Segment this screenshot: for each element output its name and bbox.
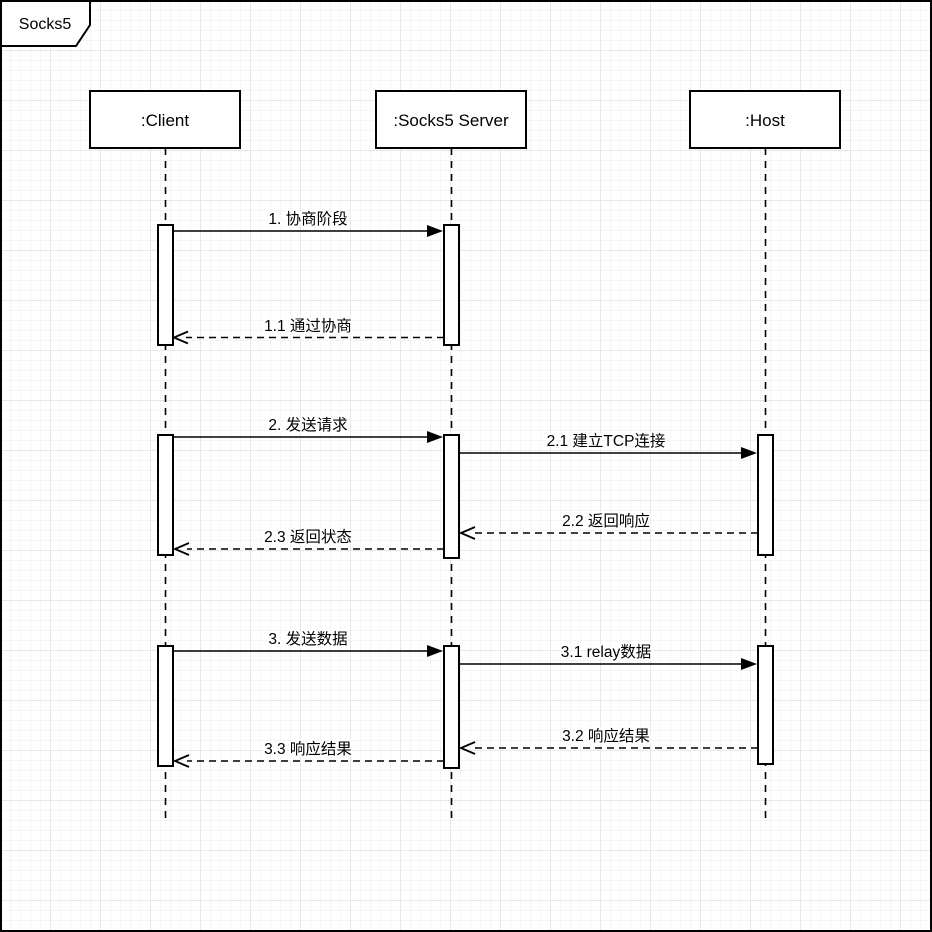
frame-title-tab [0, 0, 91, 47]
message-1-1-label: 1.1 通过协商 [264, 317, 352, 335]
message-3-label: 3. 发送数据 [268, 630, 347, 648]
message-2-1-arrowhead [741, 447, 757, 459]
lifeline-header-client [89, 90, 241, 149]
message-3-1-label: 3.1 relay数据 [561, 643, 651, 661]
message-3-3-arrowhead [172, 754, 190, 768]
activation-host-2 [757, 434, 774, 556]
lifeline-header-client-label: :Client [141, 111, 189, 130]
lifeline-header-socks5-server-label: :Socks5 Server [393, 111, 509, 130]
message-3-2-arrowhead [458, 741, 476, 755]
message-2-arrowhead [427, 431, 443, 443]
message-1-arrowhead [427, 225, 443, 237]
lifeline-header-host [689, 90, 841, 149]
lifeline-header-host-label: :Host [745, 111, 785, 130]
activation-server-2 [443, 434, 460, 559]
message-3-arrowhead [427, 645, 443, 657]
activation-client-3 [157, 645, 174, 767]
message-2-3-label: 2.3 返回状态 [264, 528, 352, 546]
message-2-label: 2. 发送请求 [268, 416, 347, 434]
message-2-3-arrowhead [172, 542, 190, 556]
frame-title: Socks5 [19, 16, 72, 33]
activation-server-3 [443, 645, 460, 769]
activation-host-3 [757, 645, 774, 765]
activation-client-2 [157, 434, 174, 556]
message-2-2-arrowhead [458, 526, 476, 540]
message-2-2-label: 2.2 返回响应 [562, 511, 650, 530]
message-1-1-arrowhead [171, 330, 189, 345]
activation-client-1 [157, 224, 174, 346]
message-1-label: 1. 协商阶段 [268, 210, 347, 228]
lifeline-header-socks5-server [375, 90, 527, 149]
message-3-2-label: 3.2 响应结果 [562, 726, 650, 745]
activation-server-1 [443, 224, 460, 346]
message-3-3-label: 3.3 响应结果 [264, 739, 352, 758]
message-2-1-label: 2.1 建立TCP连接 [547, 432, 666, 450]
message-3-1-arrowhead [741, 658, 757, 670]
